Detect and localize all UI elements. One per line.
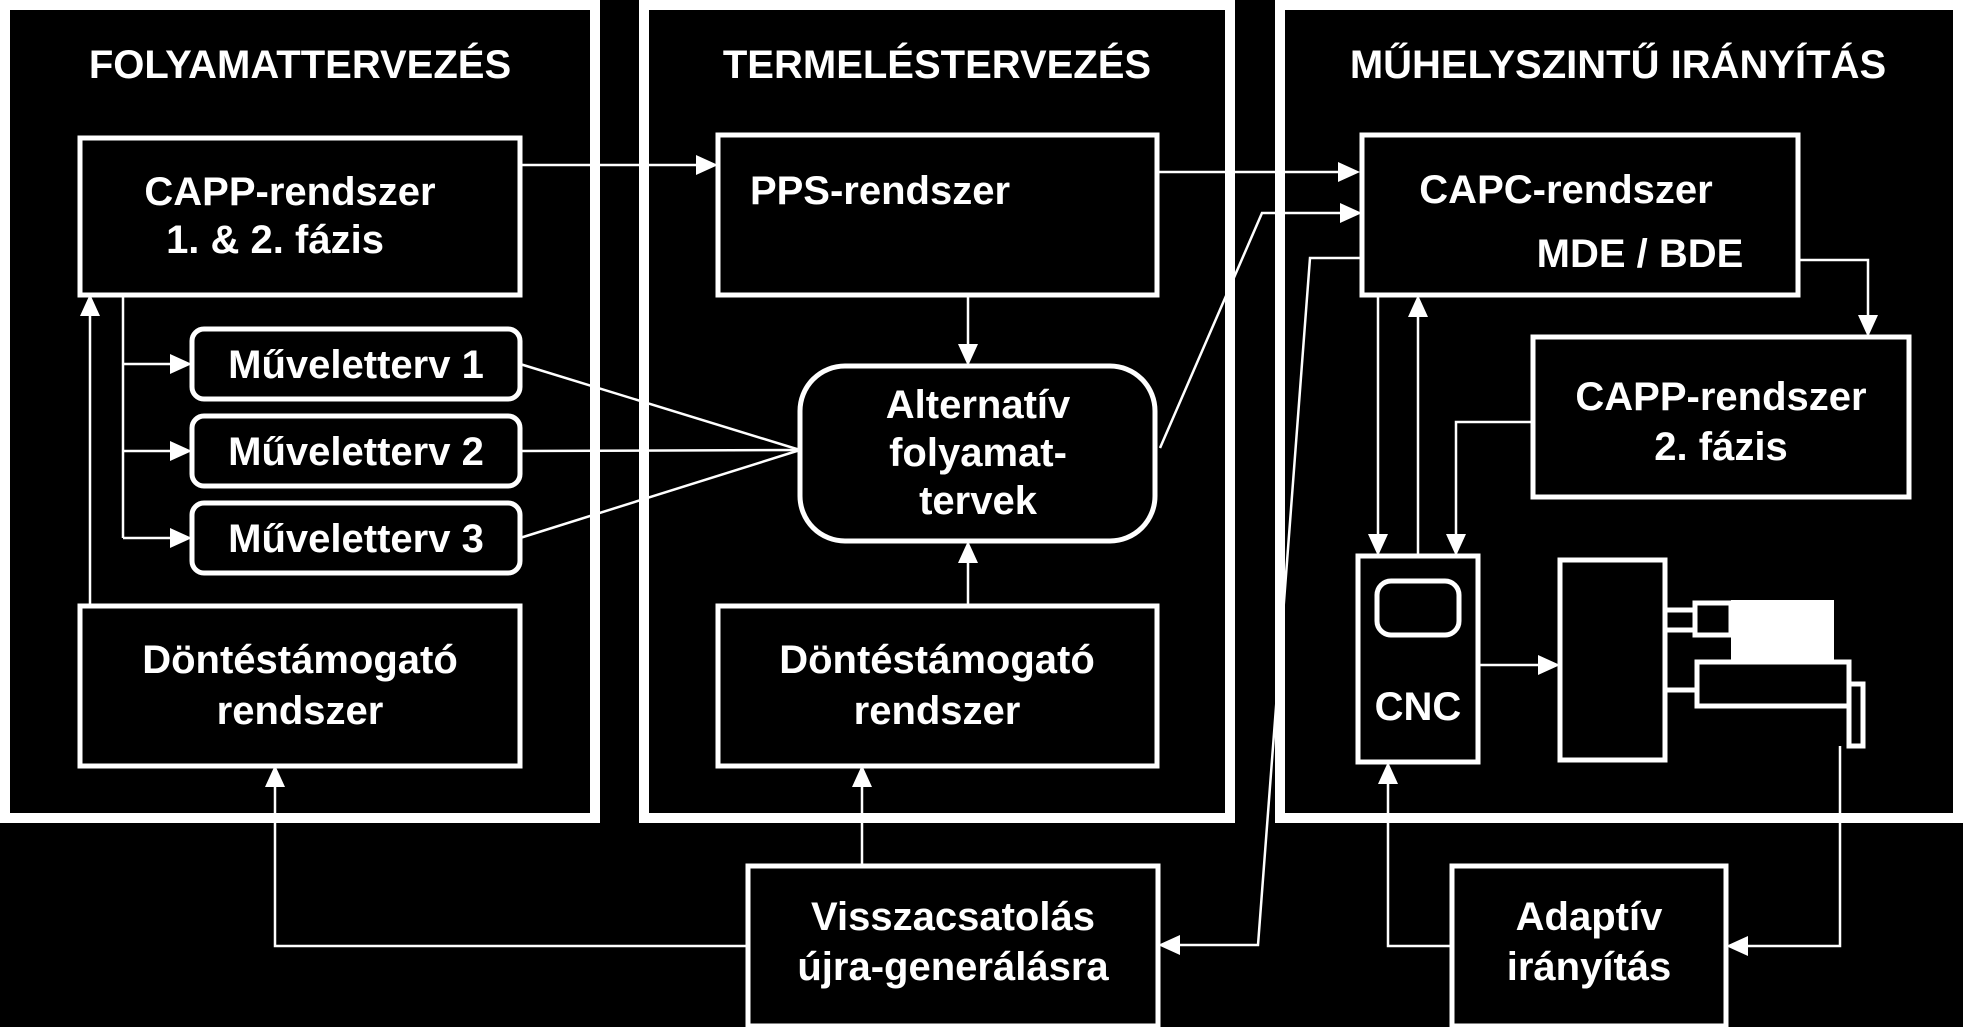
connectors (80, 155, 1878, 956)
feedback-box: Visszacsatolás újra-generálásra (745, 863, 1161, 1027)
decision-support-middle-line-2: rendszer (854, 689, 1021, 733)
operation-plan-2-box: Műveletterv 2 (189, 413, 523, 489)
decision-support-middle-box: Döntéstámogató rendszer (715, 603, 1160, 769)
capp-phase-2-line-1: CAPP-rendszer (1575, 375, 1866, 419)
alternative-plans-line-2: folyamat- (889, 431, 1067, 475)
capp-phase-1-2-box: CAPP-rendszer 1. & 2. fázis (77, 135, 523, 298)
alternative-plans-line-1: Alternatív (886, 383, 1071, 427)
heading-production-planning: TERMELÉSTERVEZÉS (723, 42, 1151, 87)
operation-plan-3-label: Műveletterv 3 (228, 517, 484, 561)
machine-tool-icon (1557, 557, 1866, 763)
pps-system-label: PPS-rendszer (750, 169, 1010, 213)
feedback-line-2: újra-generálásra (797, 945, 1109, 989)
heading-process-planning: FOLYAMATTERVEZÉS (89, 42, 511, 87)
feedback-line-1: Visszacsatolás (811, 895, 1095, 939)
capp-phase-2-line-2: 2. fázis (1654, 425, 1787, 469)
capp-phase-1-2-line-2: 1. & 2. fázis (166, 218, 384, 262)
mde-bde-label: MDE / BDE (1537, 232, 1744, 276)
alternative-plans-box: Alternatív folyamat- tervek (797, 363, 1158, 544)
capc-system-label: CAPC-rendszer (1419, 168, 1712, 212)
decision-support-left-line-1: Döntéstámogató (142, 638, 458, 682)
adaptive-control-line-2: irányítás (1507, 945, 1672, 989)
operation-plan-1-label: Műveletterv 1 (228, 343, 484, 387)
cnc-controller: CNC (1355, 553, 1481, 765)
capp-phase-2-box: CAPP-rendszer 2. fázis (1530, 334, 1912, 500)
decision-support-left-box: Döntéstámogató rendszer (77, 603, 523, 769)
capp-phase-1-2-line-1: CAPP-rendszer (144, 170, 435, 214)
decision-support-left-line-2: rendszer (217, 689, 384, 733)
pps-system-box: PPS-rendszer (715, 132, 1160, 298)
adaptive-control-box: Adaptív irányítás (1449, 863, 1729, 1027)
adaptive-control-line-1: Adaptív (1516, 895, 1663, 939)
operation-plan-1-box: Műveletterv 1 (189, 326, 523, 402)
alternative-plans-line-3: tervek (919, 479, 1038, 523)
operation-plan-3-box: Műveletterv 3 (189, 500, 523, 576)
heading-shop-floor-control: MŰHELYSZINTŰ IRÁNYÍTÁS (1350, 41, 1886, 87)
capc-system-box: CAPC-rendszer MDE / BDE (1359, 132, 1801, 298)
decision-support-middle-line-1: Döntéstámogató (779, 638, 1095, 682)
cnc-label: CNC (1375, 685, 1462, 729)
cnc-screen (1374, 578, 1462, 638)
operation-plan-2-label: Műveletterv 2 (228, 430, 484, 474)
